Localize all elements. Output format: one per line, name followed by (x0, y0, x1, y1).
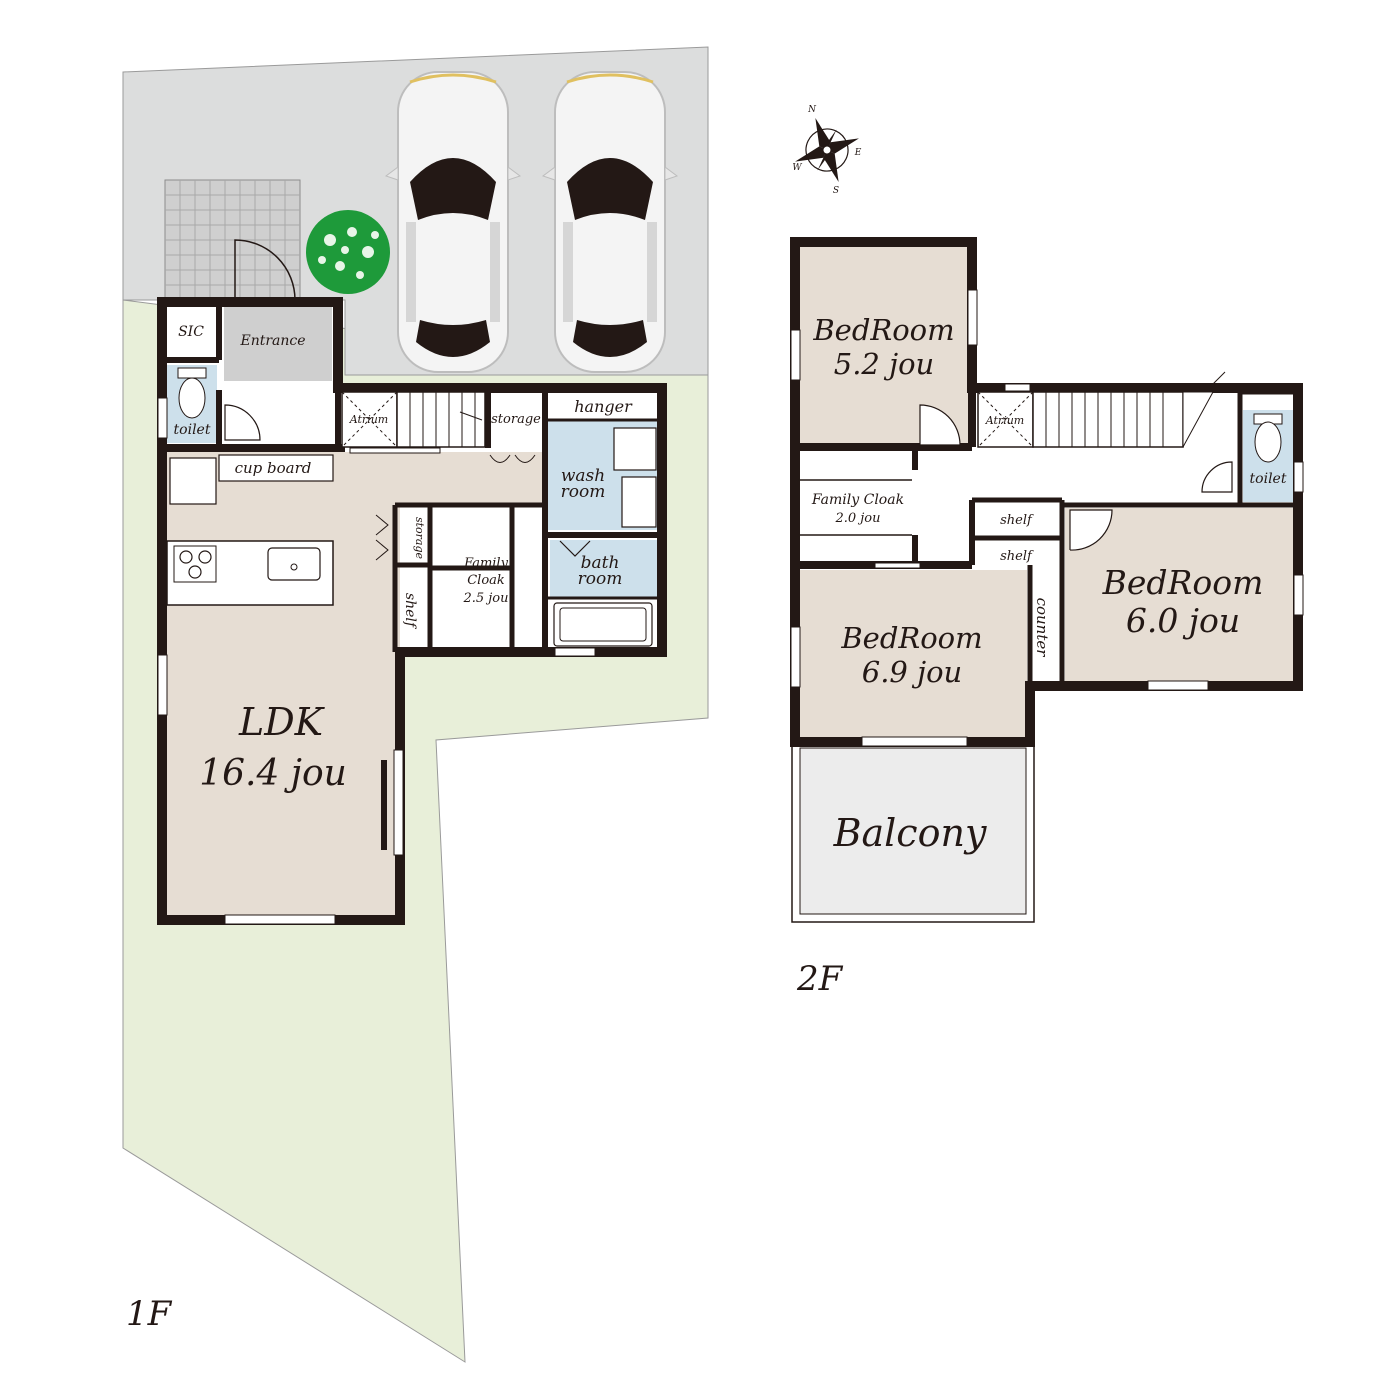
car-icon (541, 71, 679, 373)
bedroom-b-floor (1065, 508, 1295, 683)
bedroom-c-area: 6.9 jou (862, 655, 962, 689)
compass-n: N (807, 105, 817, 115)
bedroom-a-label: BedRoom (812, 313, 954, 347)
bedroom-c-floor (798, 570, 1027, 740)
compass-s: S (833, 186, 839, 196)
sic-label: SIC (178, 324, 204, 340)
cup-board-unit (218, 454, 334, 482)
family-cloak-2f-label: Family Cloak (811, 492, 904, 508)
ldk-area-label: 16.4 jou (199, 753, 347, 794)
atrium-label-2f: Atrium (985, 414, 1024, 427)
vanity (621, 476, 657, 528)
family-cloak-label-1: Family (463, 556, 509, 571)
first-floor: SIC Entrance toilet Atrium storage hange… (122, 46, 709, 1363)
bathtub-icon (553, 602, 653, 647)
atrium-label-1f: Atrium (349, 413, 388, 426)
hanger-label: hanger (574, 397, 633, 416)
compass-e: E (854, 148, 862, 158)
stairs-1f (341, 391, 486, 448)
entrance-floor (224, 305, 332, 381)
family-cloak-label-2: Cloak (467, 573, 505, 588)
first-floor-label: 1F (126, 1294, 173, 1334)
stairs-2f (977, 371, 1226, 448)
toilet-icon (1253, 413, 1283, 463)
storage-label-hall: storage (491, 412, 541, 427)
approach-tiles (164, 179, 301, 301)
ldk-label: LDK (238, 700, 326, 744)
family-cloak-2f-area: 2.0 jou (834, 511, 880, 526)
second-floor-inner-walls (795, 388, 1298, 686)
cup-board-label: cup board (235, 459, 312, 477)
bedroom-b-area: 6.0 jou (1126, 601, 1240, 640)
washing-machine (613, 427, 657, 471)
fridge (169, 457, 217, 505)
toilet-label-2f: toilet (1250, 471, 1287, 487)
wash-room-label-1: wash (561, 466, 605, 486)
shelf-label-1f: shelf (402, 593, 418, 630)
second-floor: BedRoom 5.2 jou Atrium toilet Family Clo… (790, 237, 1304, 999)
toilet-icon (177, 367, 207, 419)
stove-icon (173, 545, 217, 583)
first-floor-inner-walls (162, 305, 662, 652)
sink-icon (267, 547, 321, 581)
tree-icon (306, 210, 390, 294)
bedroom-c-label: BedRoom (840, 621, 982, 655)
storage-label-small: storage (413, 517, 426, 560)
toilet-label-1f: toilet (174, 422, 211, 438)
entrance-label: Entrance (239, 333, 305, 349)
balcony-label: Balcony (833, 811, 987, 855)
wash-room-label-2: room (561, 482, 606, 502)
bath-room-label-2: room (578, 569, 623, 589)
second-floor-label: 2F (796, 959, 844, 999)
shelf-upper-label: shelf (1000, 513, 1034, 528)
family-cloak-label-3: 2.5 jou (462, 591, 508, 606)
compass-icon (795, 118, 859, 182)
bedroom-b-label: BedRoom (1102, 563, 1264, 602)
counter-label: counter (1033, 598, 1051, 658)
bedroom-a-area: 5.2 jou (834, 347, 934, 381)
compass-w: W (792, 163, 802, 173)
car-icon (384, 71, 522, 373)
kitchen-island (166, 540, 334, 606)
shelf-lower-label: shelf (1000, 549, 1034, 564)
bath-room-label-1: bath (581, 553, 620, 573)
